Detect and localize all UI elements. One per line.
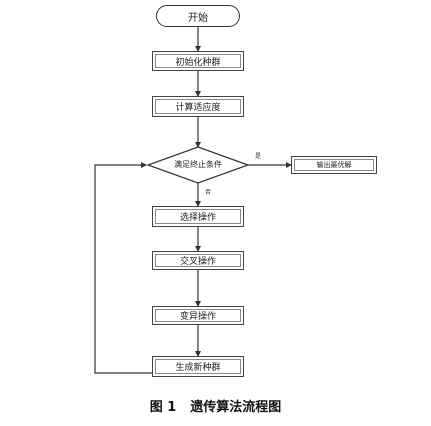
output-best-box: 输出最优解 xyxy=(291,156,377,174)
decision-label: 满足终止条件 xyxy=(174,160,222,169)
mutation-box: 变异操作 xyxy=(152,306,244,325)
start-terminal: 开始 xyxy=(156,5,240,27)
figure-number: 图 1 xyxy=(149,400,177,415)
figure-caption: 图 1 遗传算法流程图 xyxy=(0,396,431,415)
init-population-box: 初始化种群 xyxy=(152,51,244,71)
new-population-box: 生成新种群 xyxy=(152,356,244,377)
crossover-box: 交叉操作 xyxy=(152,251,244,270)
figure-title: 遗传算法流程图 xyxy=(190,400,282,415)
yes-label: 是 xyxy=(255,153,262,160)
loop-back-line xyxy=(94,162,152,374)
selection-box: 选择操作 xyxy=(152,206,244,227)
compute-fitness-box: 计算适应度 xyxy=(152,96,244,117)
no-label: 否 xyxy=(205,189,212,196)
decision-diamond xyxy=(146,146,250,184)
